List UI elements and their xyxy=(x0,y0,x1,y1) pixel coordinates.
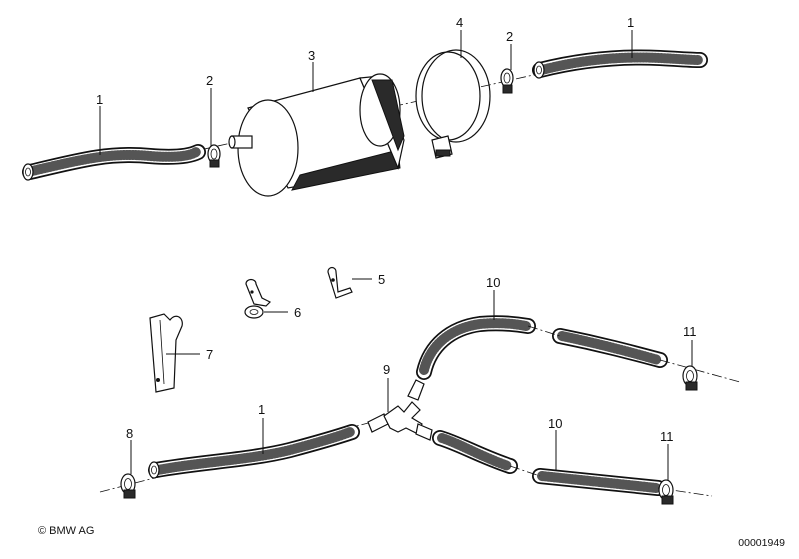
lower-hose-10 xyxy=(432,430,713,497)
top-right-clamp xyxy=(500,68,514,94)
label-hose-10-upper: 10 xyxy=(486,275,500,290)
label-top-hose-left: 1 xyxy=(96,92,103,107)
clip-6 xyxy=(244,278,272,319)
label-bracket-5: 5 xyxy=(378,272,385,287)
label-top-hose-right: 1 xyxy=(627,15,634,30)
label-clamp-11-lower: 11 xyxy=(660,429,674,444)
upper-hose-10 xyxy=(416,315,741,383)
label-clip-6: 6 xyxy=(294,305,301,320)
bottom-hose xyxy=(148,424,360,479)
label-top-clamp-left: 2 xyxy=(206,73,213,88)
fuel-filter xyxy=(228,73,405,197)
label-hose-10-lower: 10 xyxy=(548,416,562,431)
copyright-notice: © BMW AG xyxy=(38,525,95,537)
clamp-8 xyxy=(120,473,136,499)
clamp-11-lower xyxy=(658,479,674,505)
top-right-hose xyxy=(532,49,708,79)
connector-9 xyxy=(367,379,433,441)
label-top-clamp-right: 2 xyxy=(506,29,513,44)
top-left-clamp xyxy=(207,144,221,168)
label-filter: 3 xyxy=(308,48,315,63)
top-left-hose xyxy=(22,144,206,181)
label-clamp-8: 8 xyxy=(126,426,133,441)
label-filter-bracket: 4 xyxy=(456,15,463,30)
filter-bracket xyxy=(415,49,491,159)
drawing-number: 00001949 xyxy=(738,537,785,549)
label-connector-9: 9 xyxy=(383,362,390,377)
label-bracket-7: 7 xyxy=(206,347,213,362)
label-clamp-11-upper: 11 xyxy=(683,324,697,339)
clamp-11-upper xyxy=(682,365,698,391)
label-bottom-hose: 1 xyxy=(258,402,265,417)
bracket-7 xyxy=(149,313,183,393)
bracket-5 xyxy=(327,266,353,299)
